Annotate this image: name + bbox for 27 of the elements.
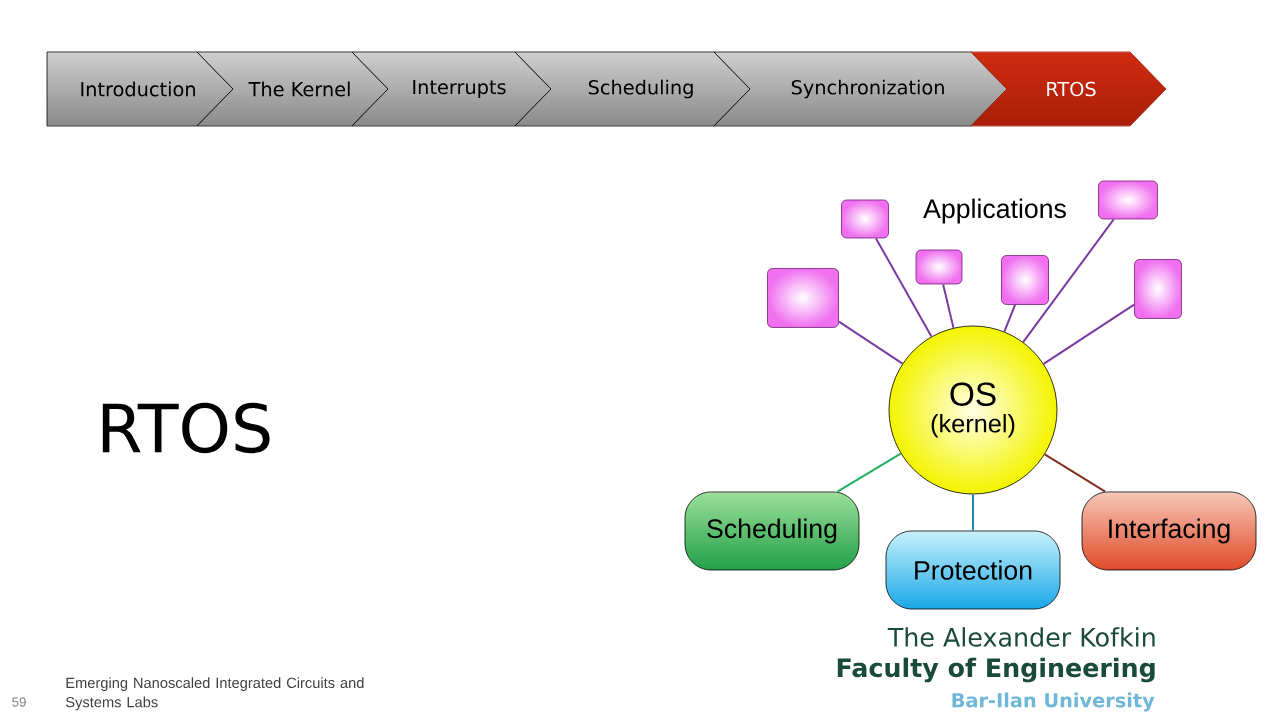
connector-line	[836, 452, 902, 493]
slide-title: RTOS	[102, 402, 270, 454]
lab-name: Emerging Nanoscaled Integrated Circuits and Systems Labs	[65, 677, 364, 711]
connector-line	[942, 283, 955, 329]
topic-box: Scheduling	[684, 491, 860, 571]
application-box	[1001, 255, 1049, 305]
application-box	[1134, 259, 1182, 319]
connector-line	[874, 237, 933, 338]
connector-line	[1022, 218, 1115, 344]
connector-line	[1003, 303, 1017, 333]
application-box	[1098, 180, 1158, 220]
topic-box: Interfacing	[1081, 491, 1257, 571]
connector-line	[837, 320, 904, 365]
faculty-name: The Alexander Kofkin	[887, 627, 1155, 647]
breadcrumb-step: Introduction	[46, 51, 234, 127]
connector-line	[1043, 453, 1107, 493]
topic-box: Protection	[885, 530, 1061, 610]
page-number: 59	[12, 697, 26, 707]
connector-line	[1042, 303, 1136, 365]
breadcrumb-step: RTOS	[970, 51, 1167, 127]
university-name: Bar-Ilan University	[952, 692, 1155, 712]
application-box	[915, 249, 963, 285]
diagram-label: Applications	[923, 198, 1066, 224]
application-box	[841, 199, 889, 239]
connector-line	[972, 493, 974, 532]
faculty-name: Faculty of Engineering	[837, 657, 1155, 683]
application-box	[767, 268, 839, 328]
